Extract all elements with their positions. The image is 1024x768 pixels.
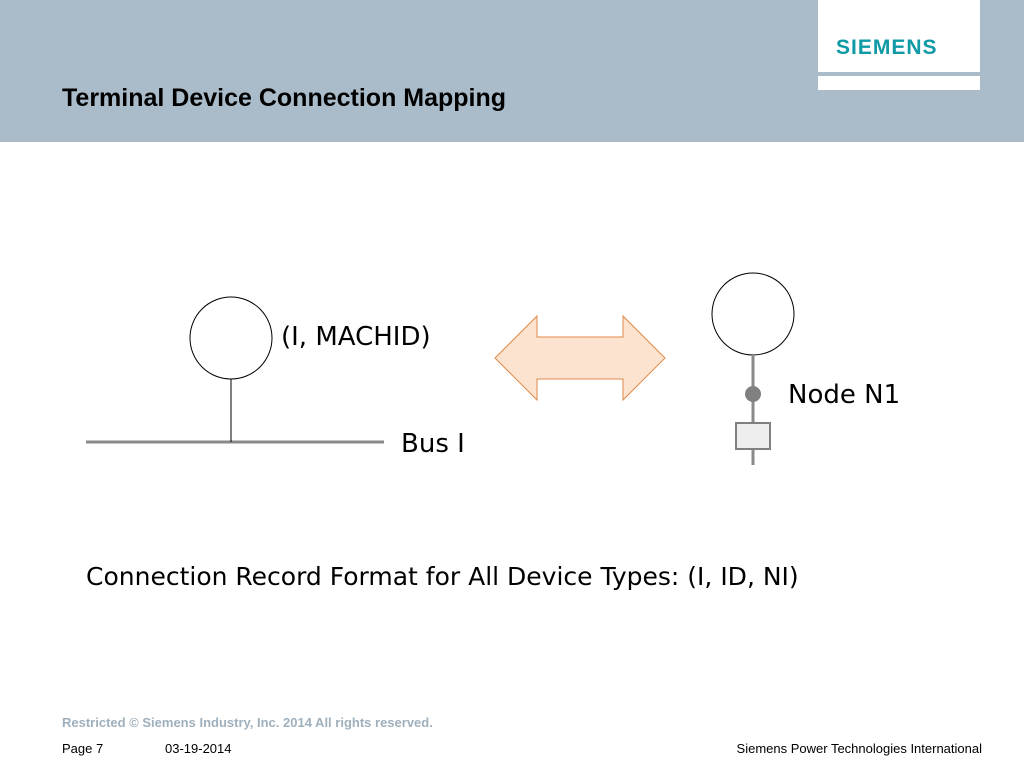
bus-label: Bus I xyxy=(401,429,465,459)
footer-restricted: Restricted © Siemens Industry, Inc. 2014… xyxy=(62,715,433,730)
siemens-logo: SIEMENS xyxy=(836,36,938,59)
footer-company: Siemens Power Technologies International xyxy=(736,741,982,756)
logo-box xyxy=(818,0,980,72)
footer-date: 03-19-2014 xyxy=(165,741,232,756)
double-arrow xyxy=(494,314,666,402)
page-title: Terminal Device Connection Mapping xyxy=(62,84,507,112)
device-circle xyxy=(189,296,273,380)
node-label: Node N1 xyxy=(788,380,901,410)
logo-strip xyxy=(818,76,980,90)
left-device-label: (I, MACHID) xyxy=(281,322,431,352)
footer-page: Page 7 xyxy=(62,741,104,756)
node-device-circle xyxy=(711,272,795,356)
node-dot xyxy=(745,386,761,402)
breaker-box xyxy=(735,422,771,450)
record-format-text: Connection Record Format for All Device … xyxy=(86,562,799,591)
